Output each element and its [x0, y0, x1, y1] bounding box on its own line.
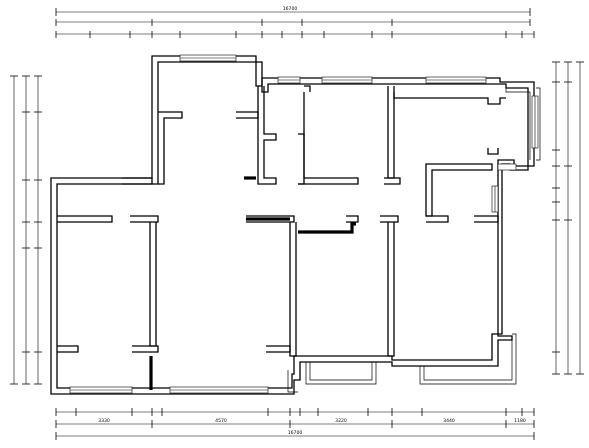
bottom-dimension-1: 3330 — [98, 418, 110, 424]
bottom-total-dimension: 16700 — [288, 430, 303, 436]
bottom-dimension-chains: 3330 4570 3220 3440 1180 16700 — [55, 408, 535, 440]
exterior-walls — [50, 55, 535, 395]
bottom-dimension-3: 3220 — [335, 418, 347, 424]
bottom-dimension-4: 3440 — [443, 418, 455, 424]
bottom-dimension-2: 4570 — [215, 418, 227, 424]
structural-elements — [149, 176, 356, 390]
left-dimension-chains — [10, 75, 42, 385]
top-dimension-chains: 16700 — [55, 6, 535, 38]
top-total-dimension: 16700 — [283, 6, 298, 12]
bottom-dimension-5: 1180 — [514, 418, 526, 424]
windows — [69, 54, 539, 394]
interior-walls — [57, 85, 506, 357]
right-dimension-chains — [552, 61, 584, 375]
balconies — [287, 86, 541, 393]
